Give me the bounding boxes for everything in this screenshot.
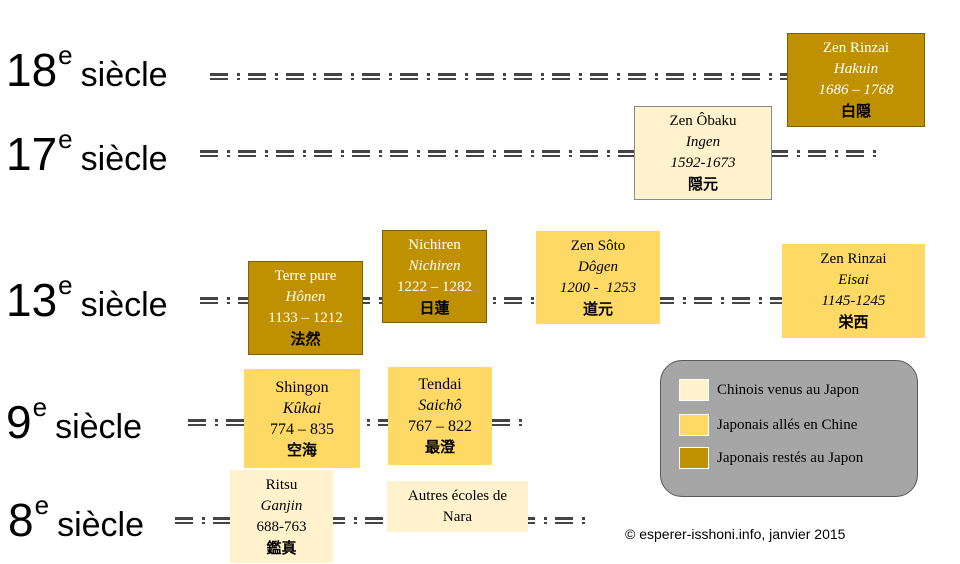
legend-item-went-china: Japonais allés en Chine [679,414,857,436]
legend-swatch [679,414,709,436]
century-label-9: 9esiècle [6,392,142,449]
century-label-18: 18esiècle [6,40,168,97]
school-name: Zen Rinzai [822,40,890,56]
century-label-13: 13esiècle [6,270,168,327]
century-label-17: 17esiècle [6,124,168,181]
school-name: Nichiren [408,236,461,253]
school-name: Zen Sôto [570,237,626,254]
century-sup: e [34,490,50,520]
century-sup: e [58,270,73,300]
timeline-18 [210,73,790,80]
dates: 1133 – 1212 [268,310,343,326]
century-number: 18 [6,44,58,96]
school-name: Zen Ôbaku [669,113,737,129]
century-number: 9 [6,396,32,448]
school-name: Terre pure [274,268,337,284]
dates: 1200 - 1253 [559,279,637,296]
founder-name: Dôgen [578,258,618,275]
founder-name: Hônen [285,289,326,305]
legend-swatch [679,447,709,469]
founder-name: Nichiren [408,257,461,274]
century-word: siècle [55,408,142,446]
school-name: Zen Rinzai [820,251,887,267]
dates: 1592-1673 [670,155,736,171]
legend-label: Japonais allés en Chine [717,416,858,433]
kanji: 栄西 [838,313,869,331]
kanji: 鑑真 [266,538,297,557]
timeline-13 [200,297,782,304]
century-word: siècle [80,56,168,94]
century-label-8: 8esiècle [8,490,144,547]
school-name: Tendai [418,376,462,393]
century-number: 8 [8,494,34,546]
founder-name: Saichô [418,397,462,414]
legend-item-chinese: Chinois venus au Japon [679,379,859,401]
school-name: Autres écoles de Nara [407,487,508,525]
century-sup: e [32,392,48,422]
kanji: 白隠 [840,102,871,120]
century-word: siècle [57,506,144,544]
timeline-17 [200,150,880,157]
legend-item-stayed-japan: Japonais restés au Japon [679,447,863,469]
kanji: 最澄 [424,438,455,456]
dates: 1222 – 1282 [397,278,472,295]
school-box-nara: Autres écoles de Nara [387,481,528,532]
timeline-8 [175,517,590,524]
dates: 688-763 [256,518,307,535]
legend-label: Chinois venus au Japon [717,381,860,398]
dates: 767 – 822 [408,418,472,435]
founder-name: Ingen [685,134,721,150]
kanji: 日蓮 [419,298,450,317]
school-name: Ritsu [265,476,298,493]
founder-name: Kûkai [282,399,322,417]
kanji: 隠元 [687,175,718,193]
founder-name: Eisai [838,272,869,288]
founder-name: Hakuin [833,61,879,77]
century-sup: e [58,40,73,70]
copyright: © esperer-isshoni.info, janvier 2015 [625,526,846,542]
legend: Chinois venus au Japon Japonais allés en… [660,360,918,497]
legend-label: Japonais restés au Japon [717,449,864,466]
century-number: 13 [6,274,58,326]
school-name: Shingon [275,378,329,396]
century-word: siècle [80,140,168,178]
dates: 1145-1245 [821,293,886,309]
dates: 774 – 835 [270,420,334,438]
dates: 1686 – 1768 [818,82,894,98]
kanji: 法然 [290,330,321,348]
century-number: 17 [6,128,58,180]
founder-name: Ganjin [260,497,303,514]
kanji: 空海 [286,440,317,459]
kanji: 道元 [582,299,613,318]
century-sup: e [58,124,73,154]
legend-swatch [679,379,709,401]
century-word: siècle [80,286,168,324]
